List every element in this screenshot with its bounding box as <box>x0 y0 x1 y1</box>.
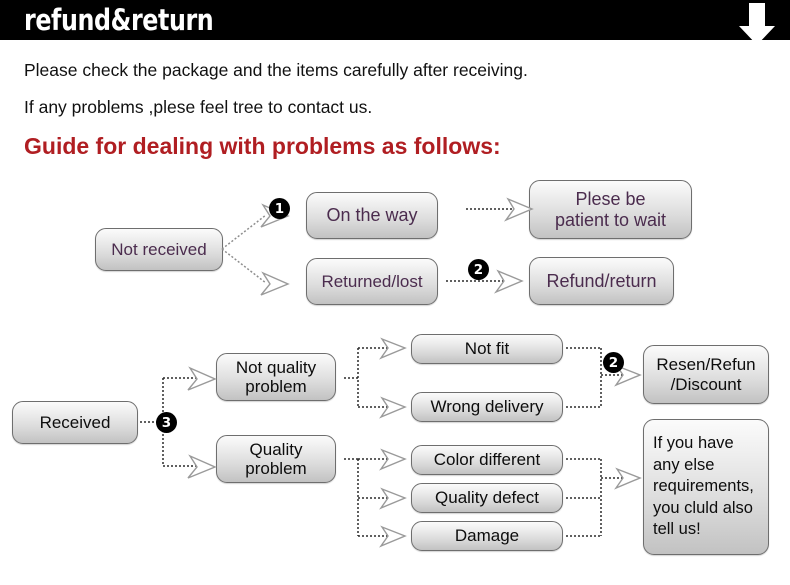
flow-box-damage[interactable]: Damage <box>411 521 563 551</box>
badge-1: 1 <box>269 198 290 219</box>
note-line-1: If you have <box>653 434 734 453</box>
quality-line-1: Quality <box>249 439 303 459</box>
badge-2-section1: 2 <box>468 259 489 280</box>
badge-3: 3 <box>156 412 177 433</box>
not-quality-line-1: Not quality <box>235 357 317 377</box>
flow-box-not-quality-problem[interactable]: Not quality problem <box>216 353 336 401</box>
resend-line-2: /Discount <box>670 374 742 394</box>
flow-box-resend-refund-discount[interactable]: Resen/Refun /Discount <box>643 345 769 404</box>
flow-box-not-received[interactable]: Not received <box>95 228 223 271</box>
flow-box-quality-problem[interactable]: Quality problem <box>216 435 336 483</box>
flow-box-not-fit[interactable]: Not fit <box>411 334 563 364</box>
intro-text-line-1: Please check the package and the items c… <box>24 60 528 80</box>
flow-box-received[interactable]: Received <box>12 401 138 444</box>
flow-box-please-be-patient[interactable]: Plese be patient to wait <box>529 180 692 239</box>
flow-box-returned-lost[interactable]: Returned/lost <box>306 258 438 305</box>
flow-box-contact-note[interactable]: If you have any else requirements, you c… <box>643 419 769 555</box>
flow-box-patient-line-2: patient to wait <box>554 209 667 230</box>
intro-text-line-2: If any problems ,plese feel tree to cont… <box>24 97 373 117</box>
header-bar <box>0 0 790 40</box>
guide-heading: Guide for dealing with problems as follo… <box>24 133 501 159</box>
resend-line-1: Resen/Refun <box>656 355 756 375</box>
badge-2-section2: 2 <box>603 352 624 373</box>
flow-box-wrong-delivery[interactable]: Wrong delivery <box>411 392 563 422</box>
note-line-4: you cluld also <box>653 498 753 517</box>
flow-box-quality-defect[interactable]: Quality defect <box>411 483 563 513</box>
flow-box-patient-line-1: Plese be <box>575 189 646 210</box>
not-quality-line-2: problem <box>245 377 307 396</box>
page-title: refund&return <box>24 3 214 37</box>
note-line-5: tell us! <box>653 520 701 539</box>
flow-box-refund-return[interactable]: Refund/return <box>529 257 674 305</box>
quality-line-2: problem <box>245 459 307 478</box>
note-line-3: requirements, <box>653 477 754 496</box>
flow-box-on-the-way[interactable]: On the way <box>306 192 438 239</box>
flow-box-color-different[interactable]: Color different <box>411 445 563 475</box>
note-line-2: any else <box>653 455 715 474</box>
down-arrow-icon <box>739 3 775 45</box>
